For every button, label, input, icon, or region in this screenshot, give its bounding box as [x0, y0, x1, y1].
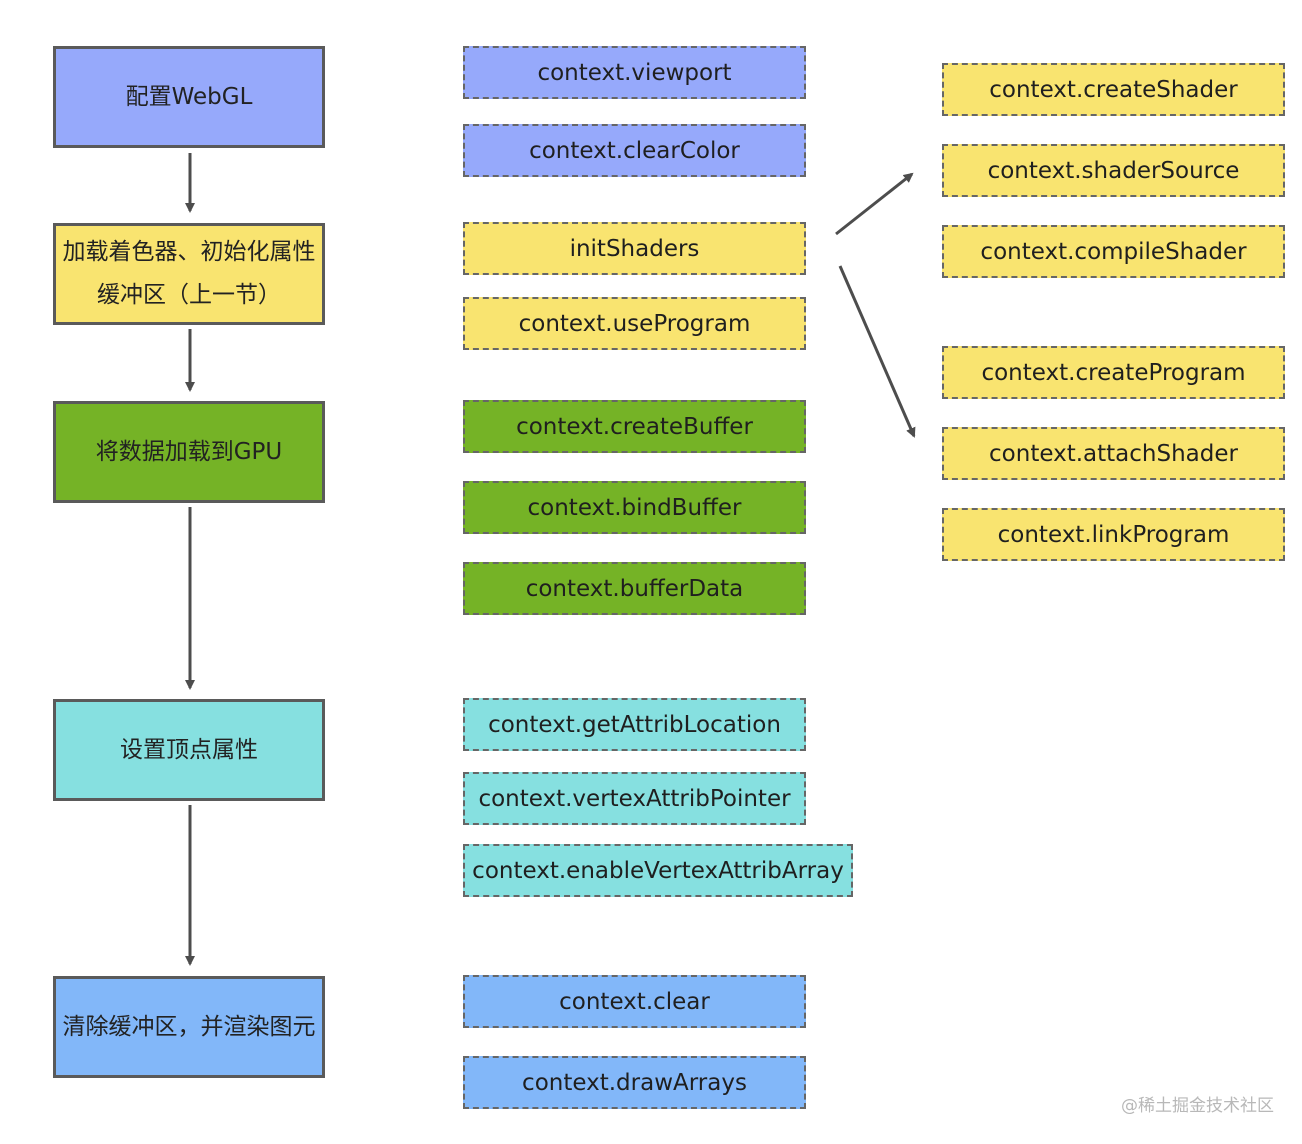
call-attach-shader: context.attachShader — [942, 427, 1285, 480]
call-enable-vertex-attrib-array: context.enableVertexAttribArray — [463, 844, 853, 897]
step-clear-and-render-label: 清除缓冲区，并渲染图元 — [62, 1013, 316, 1040]
call-use-program: context.useProgram — [463, 297, 806, 350]
step-configure-webgl: 配置WebGL — [53, 46, 325, 148]
step-configure-webgl-label: 配置WebGL — [125, 83, 253, 110]
call-buffer-data: context.bufferData — [463, 562, 806, 615]
call-clear: context.clear — [463, 975, 806, 1028]
call-create-buffer: context.createBuffer — [463, 400, 806, 453]
step-clear-and-render: 清除缓冲区，并渲染图元 — [53, 976, 325, 1078]
call-get-attrib-location: context.getAttribLocation — [463, 698, 806, 751]
step-load-shaders-label: 加载着色器、初始化属性缓冲区（上一节） — [62, 239, 316, 308]
call-shader-source: context.shaderSource — [942, 144, 1285, 197]
step-load-data-to-gpu-label: 将数据加载到GPU — [95, 438, 283, 465]
call-vertex-attrib-pointer: context.vertexAttribPointer — [463, 772, 806, 825]
call-link-program: context.linkProgram — [942, 508, 1285, 561]
step-load-shaders: 加载着色器、初始化属性缓冲区（上一节） — [53, 223, 325, 325]
watermark: @稀土掘金技术社区 — [1121, 1096, 1274, 1116]
step-load-data-to-gpu: 将数据加载到GPU — [53, 401, 325, 503]
arrow-initshaders-to-shader-calls — [835, 172, 914, 236]
call-create-program: context.createProgram — [942, 346, 1285, 399]
call-init-shaders: initShaders — [463, 222, 806, 275]
call-bind-buffer: context.bindBuffer — [463, 481, 806, 534]
call-compile-shader: context.compileShader — [942, 225, 1285, 278]
call-draw-arrays: context.drawArrays — [463, 1056, 806, 1109]
call-viewport: context.viewport — [463, 46, 806, 99]
arrow-initshaders-to-program-calls — [838, 265, 916, 438]
call-clear-color: context.clearColor — [463, 124, 806, 177]
step-set-vertex-attributes: 设置顶点属性 — [53, 699, 325, 801]
call-create-shader: context.createShader — [942, 63, 1285, 116]
step-set-vertex-attributes-label: 设置顶点属性 — [120, 736, 258, 763]
